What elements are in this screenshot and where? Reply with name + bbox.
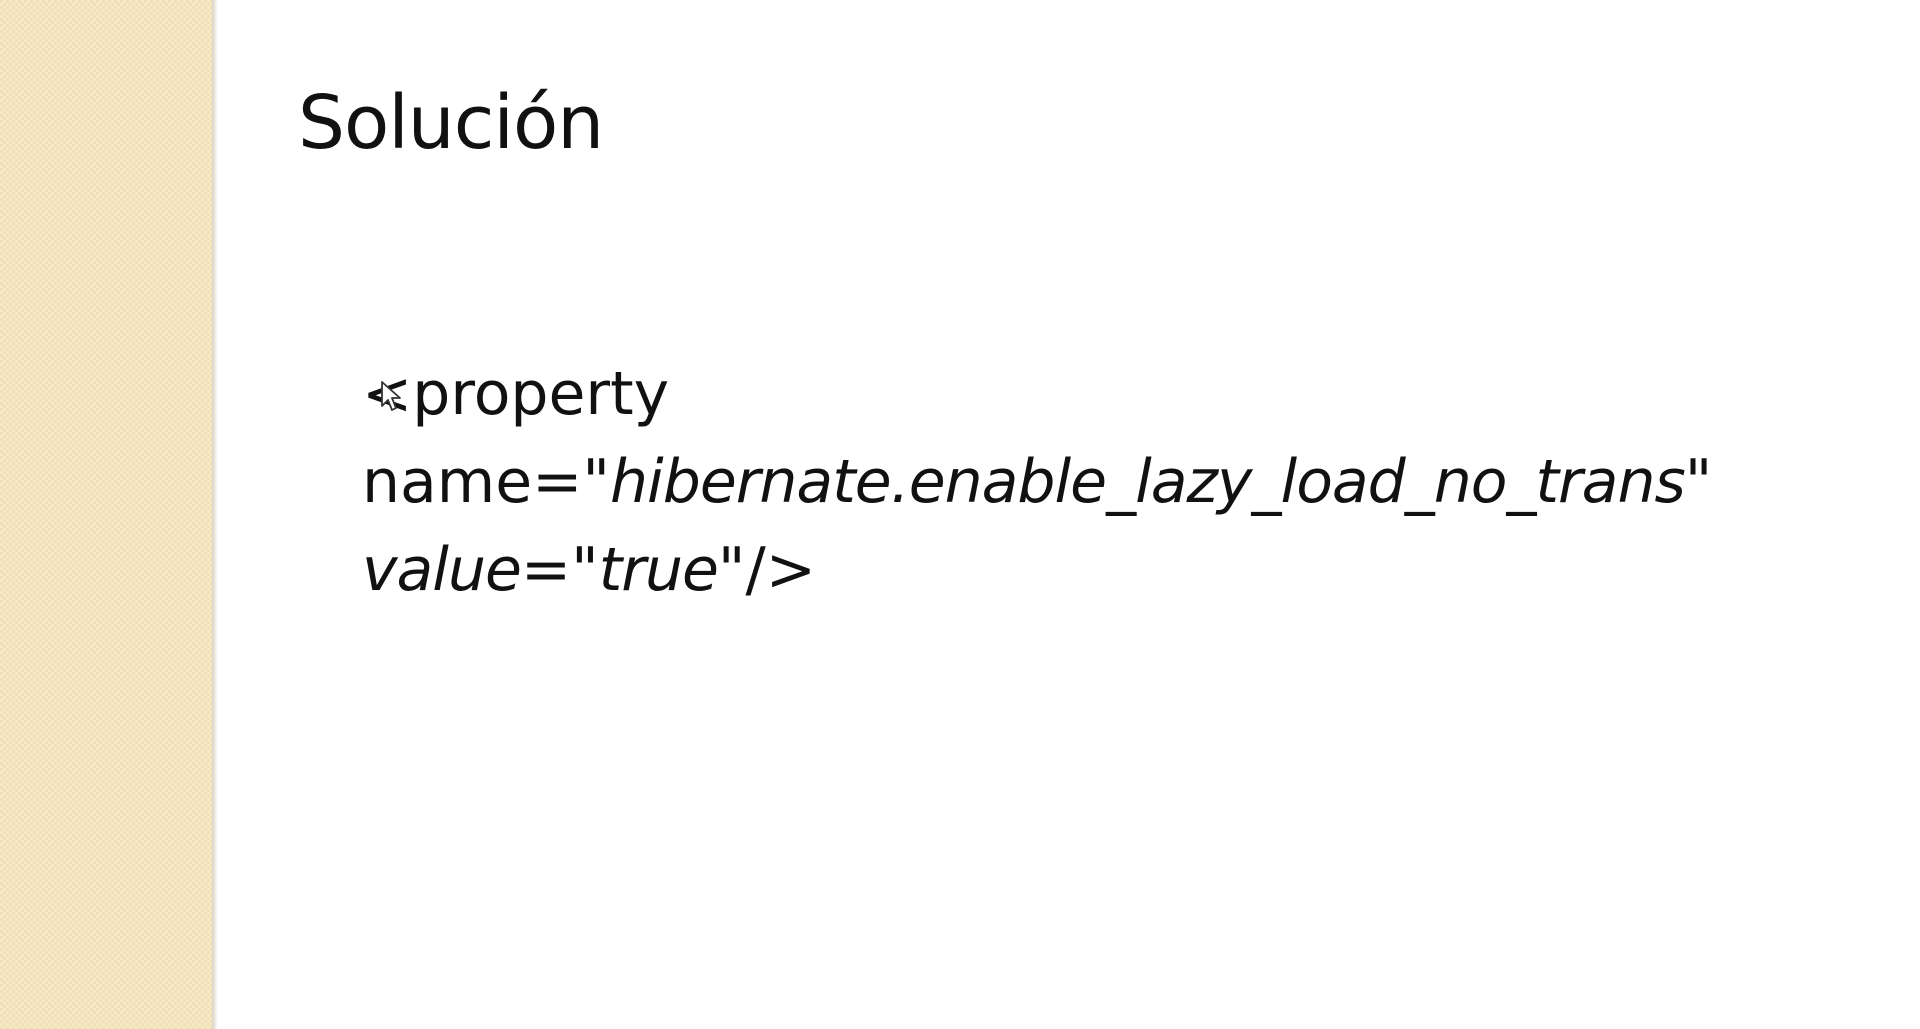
- code-line-3: value="true"/>: [362, 526, 1712, 614]
- code-value-value: true: [598, 535, 719, 605]
- code-value-eq: =": [520, 535, 599, 605]
- code-line-1: <property: [362, 350, 1712, 438]
- decorative-side-band: [0, 0, 212, 1029]
- code-name-value: hibernate.enable_lazy_load_no_trans: [610, 447, 1686, 517]
- code-value-attr: value: [362, 535, 522, 605]
- mouse-pointer-icon: [381, 381, 401, 411]
- code-snippet: <property name="hibernate.enable_lazy_lo…: [362, 350, 1712, 614]
- slide-title: Solución: [298, 80, 604, 166]
- side-band-shadow: [212, 0, 218, 1029]
- code-line-2: name="hibernate.enable_lazy_load_no_tran…: [362, 438, 1712, 526]
- code-name-close: ": [1684, 447, 1713, 517]
- code-value-close: "/>: [717, 535, 816, 605]
- code-name-attr: name=": [362, 447, 611, 517]
- code-tag-open: <property: [362, 359, 670, 429]
